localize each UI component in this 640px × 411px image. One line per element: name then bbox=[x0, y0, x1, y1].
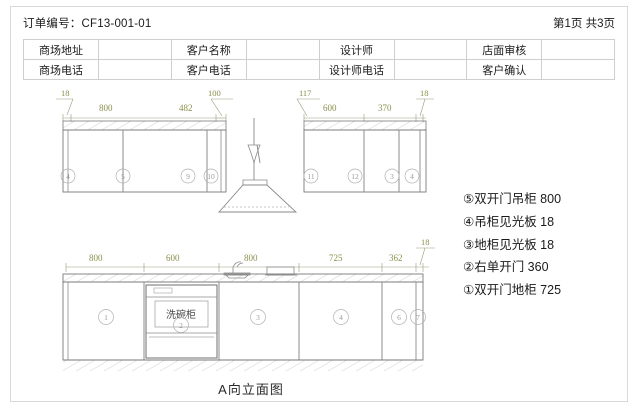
dishwasher-cabinet: 洗碗柜 bbox=[145, 284, 218, 359]
field-value-designer-phone[interactable] bbox=[393, 59, 468, 80]
dim-label-lower-0: 800 bbox=[89, 253, 103, 263]
floor-hatch bbox=[63, 360, 423, 371]
legend-list: ⑤双开门吊柜 800 ④吊柜见光板 18 ③地柜见光板 18 ②右单开门 360… bbox=[463, 192, 613, 298]
callout-label: 12 bbox=[351, 172, 359, 181]
dim-label-upper-right-3: 18 bbox=[420, 88, 429, 98]
callout-label: 4 bbox=[339, 313, 343, 322]
field-label-mall-address: 商场地址 bbox=[23, 39, 99, 60]
upper-cabinet-left-body bbox=[62, 129, 227, 193]
dim-label-upper-left-2: 482 bbox=[179, 103, 193, 113]
field-label-customer-confirm: 客户确认 bbox=[466, 59, 543, 80]
callout-label: 10 bbox=[207, 172, 215, 181]
legend-item: ④吊柜见光板 18 bbox=[463, 214, 555, 229]
field-label-store-review: 店面审核 bbox=[466, 39, 543, 60]
field-value-store-review[interactable] bbox=[541, 39, 615, 60]
upper-left-callouts: 4 5 9 10 bbox=[60, 168, 219, 184]
callout-label: 6 bbox=[397, 313, 401, 322]
field-value-mall-address[interactable] bbox=[98, 39, 172, 60]
upper-right-dimension-chain bbox=[296, 98, 434, 122]
upper-cabinet-left-top-panel bbox=[62, 120, 227, 131]
field-label-customer-name: 客户名称 bbox=[170, 39, 247, 60]
upper-right-callouts: 11 12 3 4 bbox=[303, 168, 420, 184]
field-value-customer-name[interactable] bbox=[245, 39, 320, 60]
dim-label-upper-right-2: 370 bbox=[378, 103, 392, 113]
field-value-mall-phone[interactable] bbox=[98, 59, 172, 80]
legend-item: ③地柜见光板 18 bbox=[463, 237, 555, 252]
callout-label: 3 bbox=[390, 172, 394, 181]
view-title: A向立面图 bbox=[218, 382, 284, 397]
customer-info-table: 商场地址 客户名称 设计师 店面审核 商场电话 客户电话 设计师电话 客户确认 bbox=[23, 39, 615, 80]
cooktop-icon bbox=[265, 266, 297, 276]
dim-label-upper-right-0: 117 bbox=[299, 88, 311, 98]
dim-label-upper-left-1: 800 bbox=[99, 103, 113, 113]
lower-dimension-chain bbox=[65, 247, 435, 272]
cabinet-label: 洗碗柜 bbox=[166, 308, 196, 321]
dim-label-lower-4: 362 bbox=[389, 253, 403, 263]
page-number: 第1页 共3页 bbox=[553, 18, 615, 30]
elevation-drawing: 18 800 482 100 117 bbox=[11, 85, 629, 401]
upper-left-dimension-chain bbox=[56, 98, 233, 122]
callout-label: 11 bbox=[307, 172, 314, 181]
field-label-customer-phone: 客户电话 bbox=[170, 59, 247, 80]
callout-label: 7 bbox=[416, 313, 420, 322]
field-label-mall-phone: 商场电话 bbox=[23, 59, 99, 80]
dim-label-upper-right-1: 600 bbox=[323, 103, 337, 113]
callout-label: 2 bbox=[179, 321, 183, 330]
field-label-designer: 设计师 bbox=[318, 39, 395, 60]
dim-label-upper-left-0: 18 bbox=[61, 88, 70, 98]
dim-label-lower-3: 725 bbox=[329, 253, 343, 263]
dim-label-lower-5: 18 bbox=[421, 237, 430, 247]
legend-item: ⑤双开门吊柜 800 bbox=[463, 192, 562, 206]
legend-item: ②右单开门 360 bbox=[463, 260, 549, 275]
legend-item: ①双开门地柜 725 bbox=[463, 283, 562, 297]
callout-label: 9 bbox=[186, 172, 190, 181]
field-value-customer-phone[interactable] bbox=[245, 59, 320, 80]
range-hood-icon bbox=[217, 118, 298, 213]
sink-icon bbox=[223, 261, 251, 279]
callout-label: 4 bbox=[66, 172, 70, 181]
dim-label-lower-2: 800 bbox=[244, 253, 258, 263]
field-value-customer-confirm[interactable] bbox=[541, 59, 615, 80]
upper-cabinet-right-body bbox=[303, 129, 427, 193]
document-header: 订单编号：CF13-001-01 第1页 共3页 bbox=[21, 15, 617, 35]
field-value-designer[interactable] bbox=[393, 39, 468, 60]
field-label-designer-phone: 设计师电话 bbox=[318, 59, 395, 80]
callout-label: 4 bbox=[410, 172, 414, 181]
callout-label: 1 bbox=[104, 313, 108, 322]
dim-label-upper-left-3: 100 bbox=[208, 88, 221, 98]
upper-cabinet-right-top-panel bbox=[303, 120, 427, 131]
dim-label-lower-1: 600 bbox=[166, 253, 180, 263]
callout-label: 3 bbox=[256, 313, 260, 322]
lower-callouts: 1 2 3 4 6 7 bbox=[98, 309, 426, 333]
order-number: 订单编号：CF13-001-01 bbox=[23, 18, 152, 30]
table-row: 商场地址 客户名称 设计师 店面审核 bbox=[23, 39, 615, 60]
callout-label: 5 bbox=[121, 172, 125, 181]
table-row: 商场电话 客户电话 设计师电话 客户确认 bbox=[23, 59, 615, 80]
document-page: 订单编号：CF13-001-01 第1页 共3页 商场地址 客户名称 设计师 店… bbox=[10, 6, 628, 402]
base-cabinet-run bbox=[62, 281, 424, 361]
